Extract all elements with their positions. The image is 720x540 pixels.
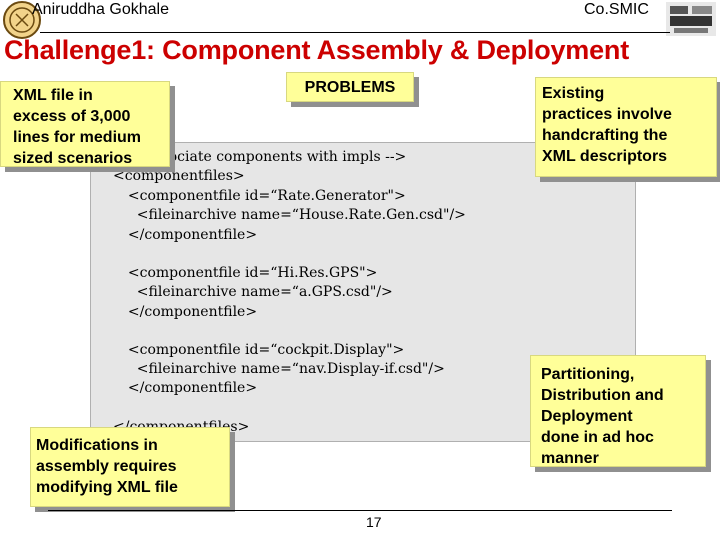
- code-line: <componentfile id=“Hi.Res.GPS">: [119, 265, 378, 281]
- callout-line: lines for medium: [13, 129, 142, 146]
- organization-name: Co.SMIC: [584, 1, 649, 18]
- callout-line: manner: [541, 450, 599, 467]
- callout-xml-size: XML file in excess of 3,000 lines for me…: [0, 81, 170, 167]
- callout-partitioning: Partitioning, Distribution and Deploymen…: [530, 355, 706, 467]
- code-line: <fileinarchive name=“a.GPS.csd"/>: [119, 284, 393, 300]
- header-divider: [40, 32, 670, 33]
- code-line: </componentfile>: [119, 380, 258, 396]
- problems-label: PROBLEMS: [286, 72, 414, 102]
- callout-existing-practices: Existing practices involve handcrafting …: [535, 77, 717, 177]
- callout-modifications: Modifications in assembly requires modif…: [30, 427, 230, 507]
- page-number: 17: [366, 514, 382, 530]
- callout-line: modifying XML file: [36, 479, 178, 496]
- callout-line: excess of 3,000: [13, 108, 131, 125]
- callout-line: XML file in: [13, 87, 93, 104]
- author-name: Aniruddha Gokhale: [32, 1, 169, 18]
- footer-divider: [48, 510, 672, 511]
- university-seal-icon: [2, 0, 42, 40]
- code-line: <fileinarchive name=“nav.Display-if.csd"…: [119, 361, 445, 377]
- callout-line: assembly requires: [36, 458, 177, 475]
- callout-line: Deployment: [541, 408, 633, 425]
- callout-line: Partitioning,: [541, 366, 635, 383]
- callout-line: sized scenarios: [13, 150, 133, 167]
- callout-line: handcrafting the: [542, 127, 668, 144]
- code-line: <fileinarchive name=“House.Rate.Gen.csd"…: [119, 207, 466, 223]
- callout-line: done in ad hoc: [541, 429, 654, 446]
- callout-line: Existing: [542, 85, 605, 102]
- slide-title: Challenge1: Component Assembly & Deploym…: [4, 35, 630, 65]
- isis-logo-icon: [666, 2, 716, 36]
- code-line: </componentfile>: [119, 304, 258, 320]
- code-line: <componentfile id=“cockpit.Display">: [119, 342, 405, 358]
- code-line: </componentfile>: [119, 227, 258, 243]
- code-line: <componentfile id=“Rate.Generator">: [119, 188, 406, 204]
- code-line: <componentfiles>: [113, 168, 245, 184]
- callout-line: XML descriptors: [542, 148, 668, 165]
- callout-line: practices involve: [542, 106, 672, 123]
- callout-line: Modifications in: [36, 437, 158, 454]
- callout-line: Distribution and: [541, 387, 664, 404]
